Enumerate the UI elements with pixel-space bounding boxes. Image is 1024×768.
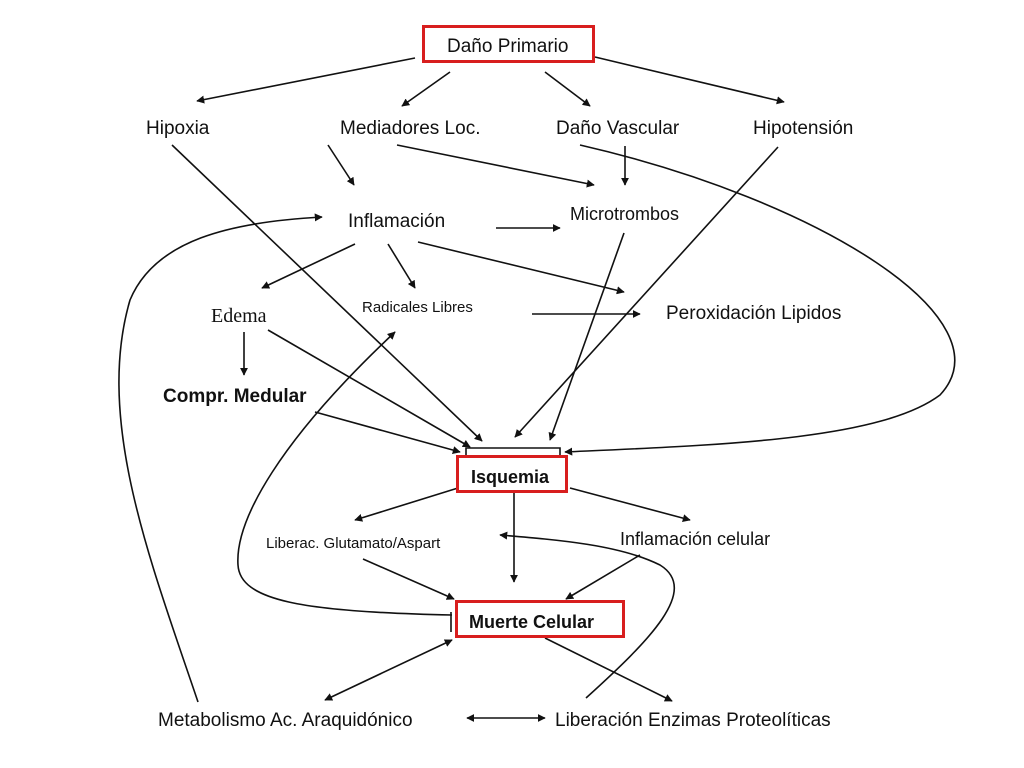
node-metabolismo: Metabolismo Ac. Araquidónico [158,710,413,731]
node-edema: Edema [211,305,267,327]
node-inflamacion: Inflamación [348,211,446,232]
node-hipoxia: Hipoxia [146,118,210,139]
node-peroxidacion: Peroxidación Lipidos [666,303,842,324]
arrow-isquemia-glutamato [354,487,459,522]
node-dano-primario-label: Daño Primario [447,36,569,57]
arrow-inflamacion-radicales [387,243,416,289]
arrow-metabolismo-inflamacion [118,213,323,703]
arrow-primario-hipoxia [196,57,416,104]
node-enzimas: Liberación Enzimas Proteolíticas [555,710,831,731]
node-muerte-celular: Muerte Celular [455,600,625,638]
node-hipotension: Hipotensión [753,118,854,139]
arrow-muerte-radicales [237,331,453,616]
node-radicales: Radicales Libres [362,299,473,316]
node-isquemia-label: Isquemia [471,467,550,487]
node-mediadores: Mediadores Loc. [340,118,481,139]
arrow-enzimas-glutamato [499,531,676,699]
arrow-hipoxia-isquemia [171,144,483,442]
node-inflamacion-celular: Inflamación celular [620,529,771,549]
node-glutamato: Liberac. Glutamato/Aspart [266,535,441,552]
arrow-inflamacion-peroxidacion [417,241,625,295]
node-compr-medular: Compr. Medular [163,386,307,407]
arrow-muerte-metabolismo [324,639,453,701]
node-isquemia: Isquemia [456,455,568,493]
bracket-isquemia [465,447,561,455]
arrow-inflcelular-muerte [565,554,641,600]
arrow-mediadores-inflamacion [327,144,355,186]
arrow-hipotension-isquemia [514,146,779,438]
arrow-primario-hipotension [594,56,785,105]
arrow-compr-isquemia [314,411,461,454]
node-dano-primario: Daño Primario [422,25,595,63]
arrow-inflamacion-edema [261,243,356,289]
arrow-primario-vascular [544,71,591,107]
arrow-isquemia-inflcelular [569,487,691,523]
arrow-glutamato-muerte [362,558,455,600]
arrow-vascular-isquemia [564,144,956,456]
arrow-edema-isquemia [267,329,471,448]
arrow-primario-mediadores [401,71,451,107]
node-microtrombos: Microtrombos [570,204,680,224]
arrow-mediadores-microtrombos [396,144,595,188]
node-muerte-celular-label: Muerte Celular [469,612,595,632]
arrow-muerte-enzimas [544,637,673,702]
arrow-microtrombos-isquemia [548,232,625,441]
node-dano-vascular: Daño Vascular [556,118,680,139]
